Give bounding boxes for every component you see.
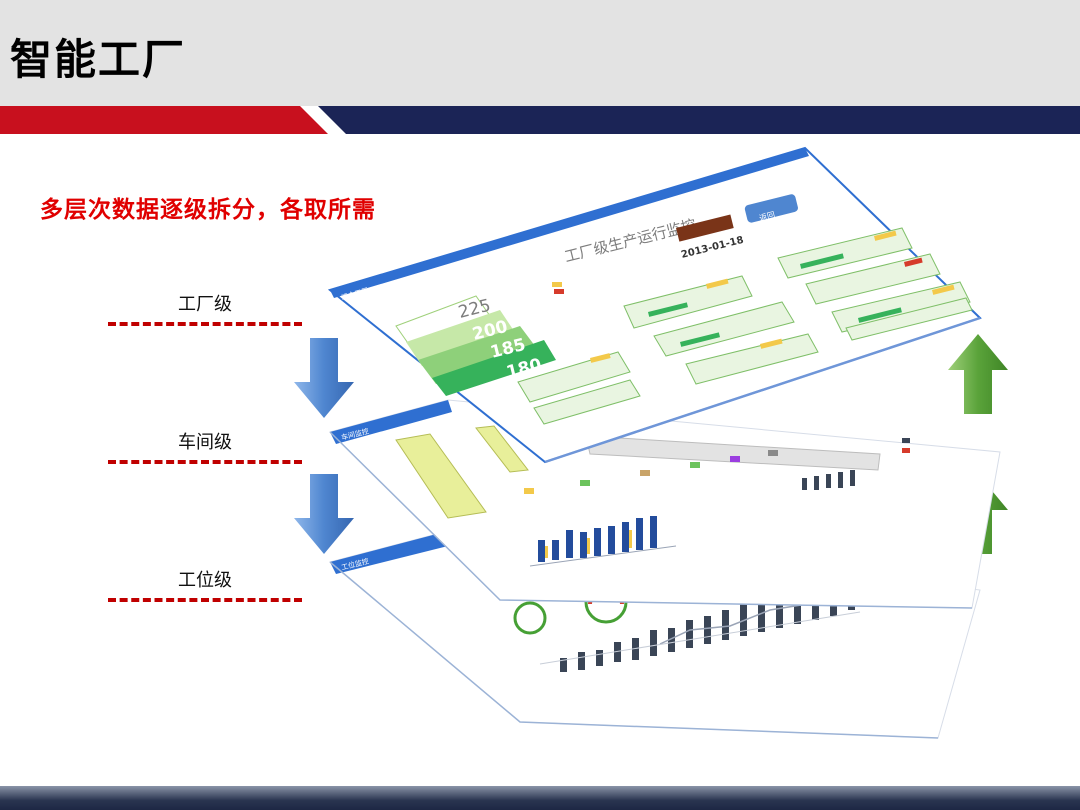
gauge-icon — [513, 601, 547, 635]
level-factory: 工厂级 — [108, 290, 302, 326]
level-label: 车间级 — [178, 432, 232, 453]
dashed-divider — [108, 322, 302, 326]
back-button-label: 返回 — [758, 210, 776, 223]
factory-panel: 综合工厂 工厂级生产运行监控 2013-01-18 返回 225 200 185… — [327, 146, 982, 464]
arrow-up-icon — [948, 334, 1008, 414]
back-button[interactable] — [744, 193, 799, 223]
slide-subtitle: 多层次数据逐级拆分，各取所需 — [40, 197, 376, 223]
header-band — [0, 106, 1080, 134]
kpi-block: 225 200 185 180 — [395, 295, 556, 396]
slide-header: 智能工厂 — [0, 0, 1080, 106]
arrow-down-icon — [294, 338, 354, 418]
arrow-down-icon — [294, 474, 354, 554]
dashed-divider — [108, 460, 302, 464]
dashed-divider — [108, 598, 302, 602]
level-label: 工位级 — [178, 570, 232, 591]
slide-footer — [0, 786, 1080, 810]
workshop-panel: 车间监控 — [329, 399, 1001, 609]
level-label: 工厂级 — [178, 294, 232, 315]
slide-title: 智能工厂 — [10, 35, 187, 84]
level-station: 工位级 — [108, 566, 302, 602]
level-workshop: 车间级 — [108, 428, 302, 464]
